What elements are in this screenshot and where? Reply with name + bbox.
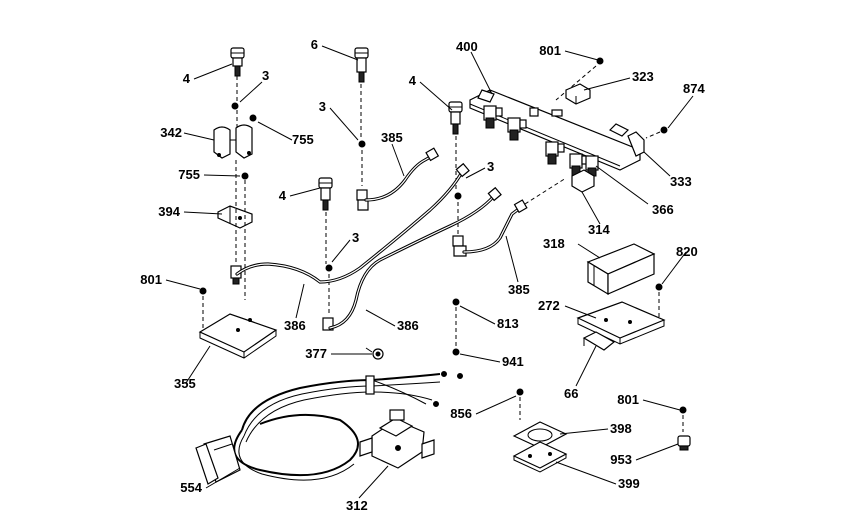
screw-755b xyxy=(241,172,249,180)
screw-755a xyxy=(249,114,257,122)
callout-400: 400 xyxy=(456,39,478,54)
callout-813: 813 xyxy=(497,316,519,331)
plate-399 xyxy=(512,441,568,473)
callout-272: 272 xyxy=(538,298,560,313)
callout-333: 333 xyxy=(670,174,692,189)
manifold-valve-3 xyxy=(545,141,565,165)
screw-813 xyxy=(452,298,460,348)
callout-312: 312 xyxy=(346,498,368,513)
callout-820: 820 xyxy=(676,244,698,259)
screw-801c xyxy=(679,406,687,432)
callout-385a: 385 xyxy=(381,130,403,145)
clip-377 xyxy=(365,347,384,360)
callout-386b: 386 xyxy=(397,318,419,333)
bracket-66 xyxy=(582,331,616,351)
bracket-314 xyxy=(571,169,595,193)
screw-801b xyxy=(199,287,207,330)
screw-874 xyxy=(645,126,668,139)
callout-3a: 3 xyxy=(262,68,269,83)
callout-801c: 801 xyxy=(617,392,639,407)
callout-labels: 4 3 342 755 755 394 6 3 385 4 3 4 3 400 … xyxy=(140,37,705,513)
callout-755b: 755 xyxy=(178,167,200,182)
screw-3c xyxy=(454,192,462,200)
gasket-398 xyxy=(512,421,568,449)
callout-342: 342 xyxy=(160,125,182,140)
manifold-400 xyxy=(469,89,645,177)
callout-318: 318 xyxy=(543,236,565,251)
wire-harness-554 xyxy=(195,371,463,485)
callout-4b: 4 xyxy=(409,73,417,88)
callout-953: 953 xyxy=(610,452,632,467)
callout-314: 314 xyxy=(588,222,610,237)
callout-377: 377 xyxy=(305,346,327,361)
screw-3b xyxy=(358,140,366,148)
callout-3d: 3 xyxy=(352,230,359,245)
ignition-module-318 xyxy=(586,243,656,296)
burner-valve-4b xyxy=(318,177,333,211)
leader-lines xyxy=(165,45,694,499)
tube-386a xyxy=(235,162,470,284)
callout-66: 66 xyxy=(564,386,578,401)
callout-4a: 4 xyxy=(183,71,191,86)
tube-385a xyxy=(364,147,440,202)
burner-valve-4a xyxy=(230,47,245,77)
screw-3d xyxy=(325,264,333,272)
regulator-312 xyxy=(359,409,435,469)
screw-801a xyxy=(555,57,604,101)
callout-398: 398 xyxy=(610,421,632,436)
valve-bracket-assembly xyxy=(198,47,278,359)
callout-801b: 801 xyxy=(140,272,162,287)
center-valves xyxy=(235,47,567,360)
screw-3a xyxy=(231,102,239,110)
callout-874: 874 xyxy=(683,81,705,96)
fitting-953 xyxy=(677,435,691,451)
callout-801a: 801 xyxy=(539,43,561,58)
callout-355: 355 xyxy=(174,376,196,391)
plate-355 xyxy=(198,313,278,359)
screw-941 xyxy=(452,348,460,356)
callout-385b: 385 xyxy=(508,282,530,297)
callout-386a: 386 xyxy=(284,318,306,333)
callout-3c: 3 xyxy=(487,159,494,174)
tube-fitting-385b xyxy=(452,235,467,257)
tube-fitting-386b xyxy=(322,317,334,331)
callout-755a: 755 xyxy=(292,132,314,147)
clip-323 xyxy=(565,83,591,105)
plate-272 xyxy=(576,301,666,345)
manifold-valve-2 xyxy=(507,117,527,141)
tube-fitting-385a xyxy=(356,189,369,211)
callout-856: 856 xyxy=(450,406,472,421)
callout-554: 554 xyxy=(180,480,202,495)
screw-820 xyxy=(655,283,663,318)
bracket-394 xyxy=(217,205,253,229)
callout-941: 941 xyxy=(502,354,524,369)
callout-3b: 3 xyxy=(319,99,326,114)
callout-394: 394 xyxy=(158,204,180,219)
callout-4c: 4 xyxy=(279,188,287,203)
callout-323: 323 xyxy=(632,69,654,84)
tube-386b xyxy=(328,186,502,330)
manifold-valve-1 xyxy=(483,105,503,129)
callout-6: 6 xyxy=(311,37,318,52)
bracket-342 xyxy=(213,124,253,159)
callout-366: 366 xyxy=(652,202,674,217)
screw-856 xyxy=(516,388,524,420)
burner-valve-6 xyxy=(354,47,369,83)
burner-valve-4c xyxy=(448,101,463,135)
tube-385b xyxy=(462,177,567,254)
callout-399: 399 xyxy=(618,476,640,491)
